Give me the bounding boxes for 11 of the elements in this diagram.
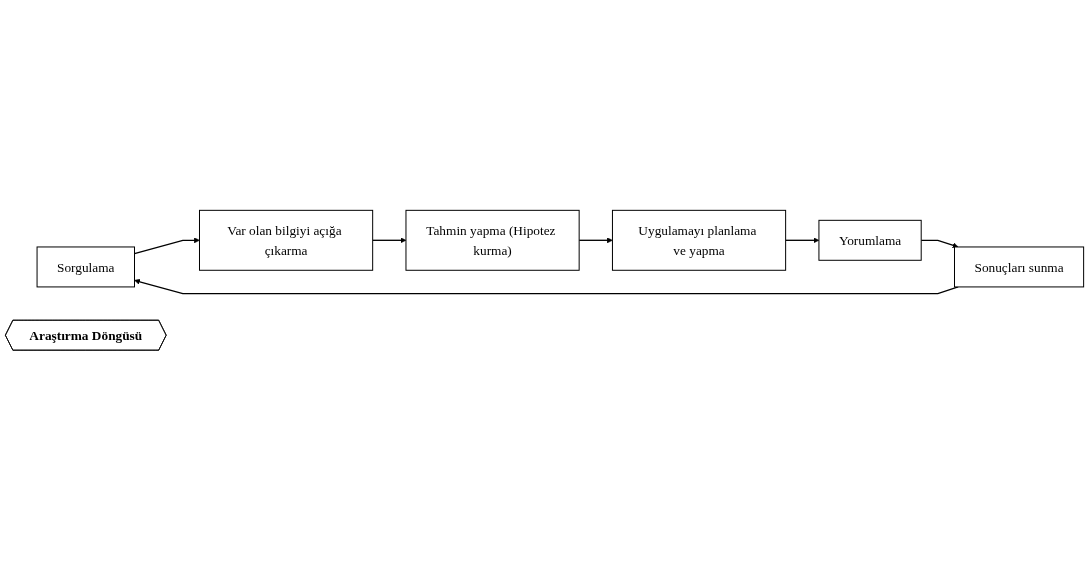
arrow <box>920 239 959 249</box>
arrow <box>133 237 200 255</box>
node-box: Yorumlama <box>818 220 922 261</box>
node-box: Sonuçları sunma <box>954 246 1085 288</box>
node-box: Tahmin yapma (Hipotez kurma) <box>405 210 580 271</box>
arrow <box>784 237 820 244</box>
node-box: Sorgulama <box>36 246 135 288</box>
arrow <box>372 237 407 244</box>
arrow <box>578 237 613 244</box>
node-box: Uygulamayı planlama ve yapma <box>611 210 787 271</box>
node-box: Var olan bilgiyi açığa çıkarma <box>199 210 374 271</box>
